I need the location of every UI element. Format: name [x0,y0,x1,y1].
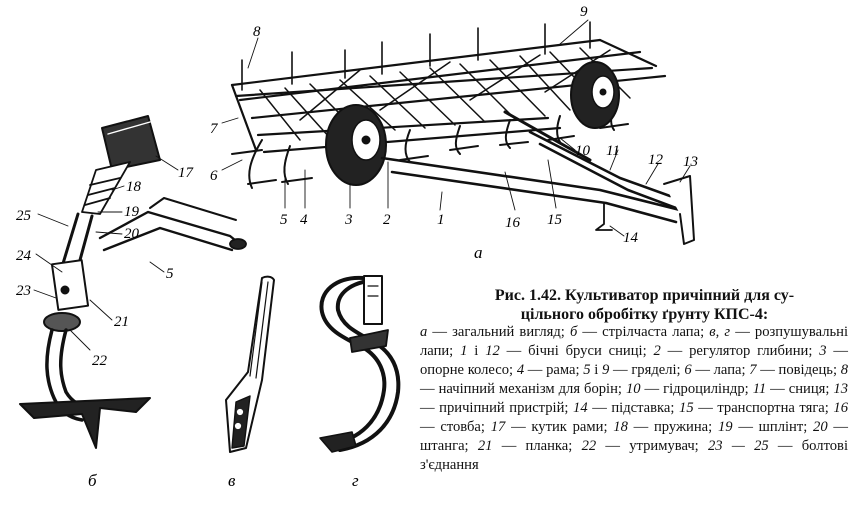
legend-text: , [715,324,725,340]
legend-key: 9 [602,362,610,378]
label-7: 7 [210,121,219,137]
legend-key: 10 [625,381,641,397]
s-tine-g-drawing [319,275,401,453]
general-view-drawing [221,19,695,245]
legend-key: 17 [490,419,506,435]
legend-text: — сниця; [766,381,834,397]
label-21: 21 [114,314,129,330]
legend-text: — гідроциліндр; [640,381,753,397]
label-20: 20 [124,226,140,242]
callout-labels: 8 9 7 6 5 4 3 2 1 16 15 10 11 12 13 14 1… [16,4,698,369]
caption-title-line2: цільного обробітку ґрунту КПС-4: [520,306,769,323]
caption-title-line1: Рис. 1.42. Культиватор причіпний для су- [494,287,795,304]
legend-text: — лапа; [691,362,750,378]
legend-text: — опорне колесо; [420,343,848,378]
legend-text: — причіпний пристрій; [420,400,574,416]
label-23: 23 [16,283,31,299]
legend-key: 12 [485,343,500,359]
figure-caption-title: Рис. 1.42. Культиватор причіпний для су-… [442,286,847,324]
subfigure-a: а [474,243,483,262]
legend-text: — розпушувальні лапи; [420,324,849,359]
label-5b: 5 [166,266,174,282]
label-17: 17 [178,165,195,181]
label-8: 8 [253,24,261,40]
support-wheel-front [325,104,387,186]
sweep-assembly-drawing [19,115,247,449]
support-wheel-rear [570,61,620,129]
label-9: 9 [580,4,588,20]
legend-key: 11 [752,381,767,397]
legend-text: — гряделі; [609,362,685,378]
legend-key: 13 [833,381,848,397]
legend-key: г [724,324,731,340]
label-10: 10 [575,143,591,159]
label-5: 5 [280,212,288,228]
legend-key: 20 [813,419,828,435]
legend-key: 4 [516,362,525,378]
legend-key: б [569,324,578,340]
label-12: 12 [648,152,664,168]
label-6: 6 [210,168,218,184]
legend-key: 2 [653,343,661,359]
label-2: 2 [383,212,391,228]
legend-text: — шплінт; [732,419,814,435]
legend-key: а [420,324,428,340]
legend-key: 3 [819,343,827,359]
label-24: 24 [16,248,32,264]
legend-key: в [709,324,716,340]
legend-text: і [467,343,486,359]
label-16: 16 [505,215,521,231]
legend-key: 18 [613,419,628,435]
legend-key: 5 [583,362,591,378]
legend-text: — регулятор глибини; [660,343,820,359]
label-25: 25 [16,208,32,224]
label-15: 15 [547,212,563,228]
label-14: 14 [623,230,639,246]
label-3: 3 [344,212,353,228]
legend-key: 15 [679,400,694,416]
subfigure-letters: а б в г [88,243,483,490]
legend-key: 22 [581,438,597,454]
legend-text: — кутик рами; [505,419,614,435]
legend-key: 19 [717,419,733,435]
label-11: 11 [606,143,620,159]
legend-text: — планка; [492,438,582,454]
label-18: 18 [126,179,142,195]
figure-legend: а — загальний вигляд; б — стрілчаста лап… [420,323,848,475]
subfigure-b: б [88,471,97,490]
legend-key: 8 [840,362,849,378]
legend-key: 23 — 25 [708,438,769,454]
legend-key: 1 [460,343,468,359]
legend-key: 21 [477,438,493,454]
legend-key: 16 [833,400,848,416]
label-1: 1 [437,212,445,228]
legend-text: — загальний вигляд; [427,324,570,340]
legend-text: — стрілчаста лапа; [577,324,710,340]
subfigure-v: в [228,471,236,490]
label-13: 13 [683,154,698,170]
legend-text: — стовба; [420,419,491,435]
legend-text: — рама; [524,362,584,378]
legend-text: — повідець; [756,362,841,378]
loosening-tine-v-drawing [225,275,275,453]
legend-text: — утримувач; [596,438,708,454]
legend-text: і [590,362,603,378]
label-19: 19 [124,204,140,220]
label-22: 22 [92,353,108,369]
legend-text: — начіпний механізм для борін; [420,381,626,397]
legend-key: 14 [573,400,588,416]
legend-text: — підставка; [587,400,680,416]
legend-key: 7 [749,362,757,378]
subfigure-g: г [352,471,359,490]
legend-key: 6 [684,362,692,378]
legend-text: — болтові з'єднання [420,438,849,473]
legend-text: — бічні бруси сниці; [499,343,654,359]
label-4: 4 [300,212,308,228]
legend-text: — штанга; [420,419,848,454]
legend-text: — транспортна тяга; [693,400,834,416]
legend-text: — пружина; [627,419,718,435]
